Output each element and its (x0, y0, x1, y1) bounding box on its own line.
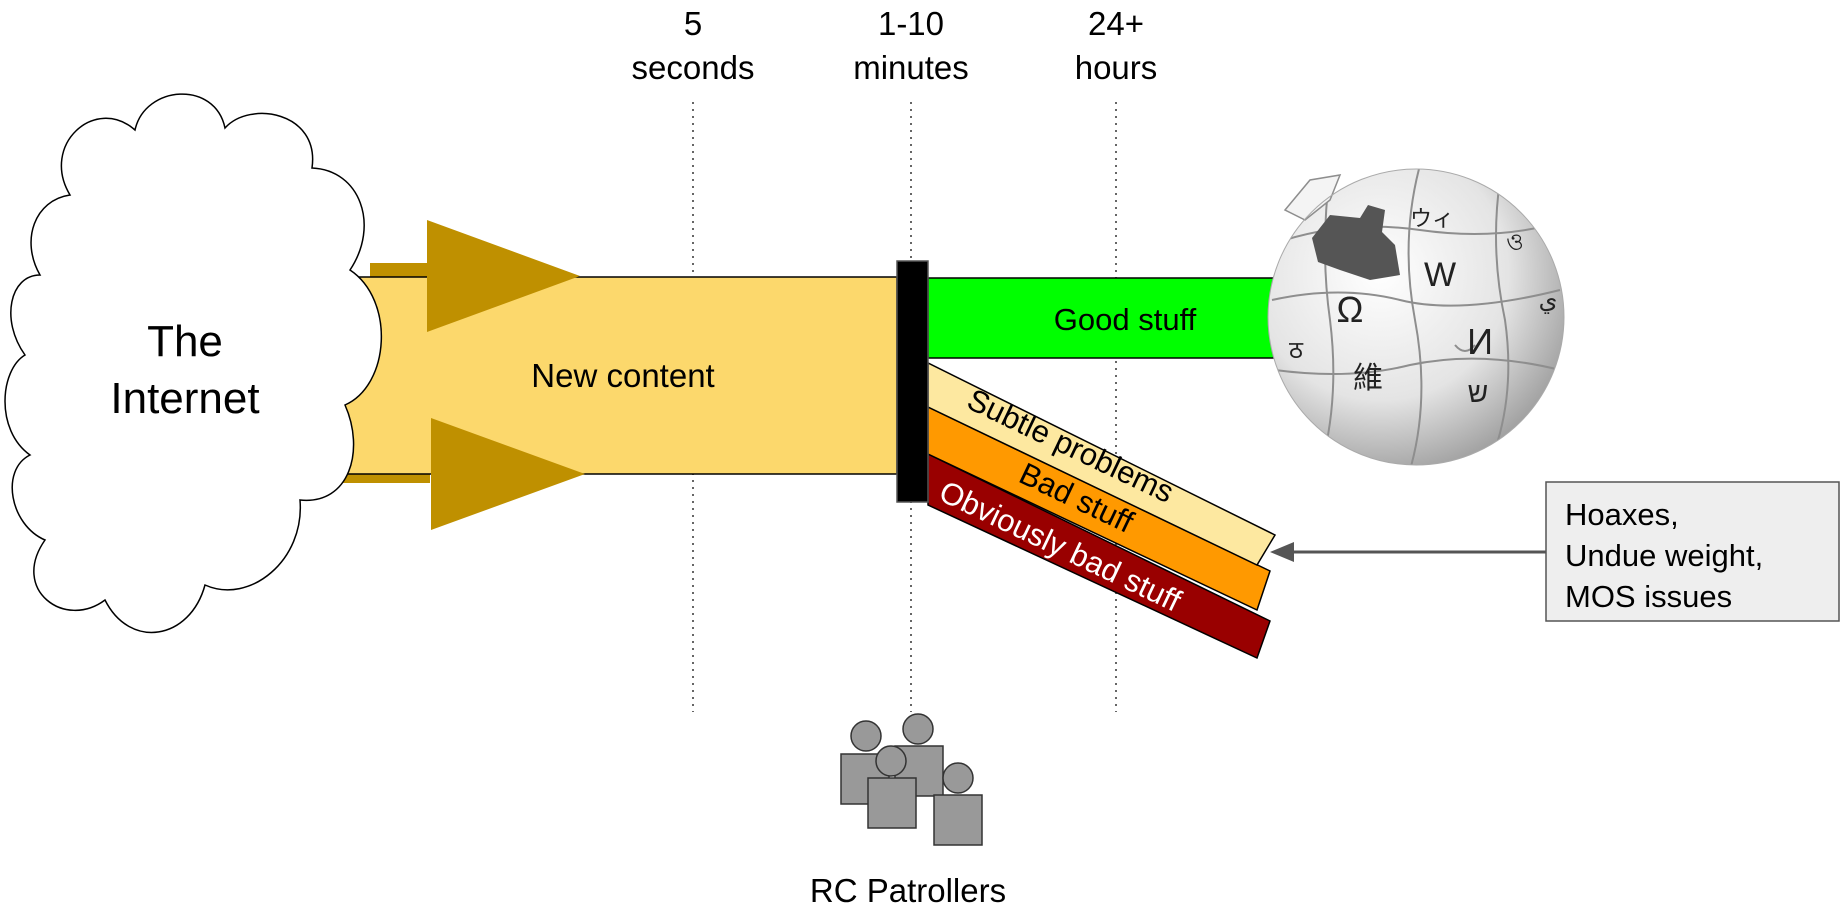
arrow-head-bottom (431, 418, 585, 530)
good-stuff-label: Good stuff (1054, 302, 1197, 337)
rc-filter-bar (896, 260, 929, 503)
callout-text: Hoaxes, Undue weight, MOS issues (1565, 497, 1763, 614)
arrow-head-top (427, 220, 580, 332)
wikipedia-globe-icon: W Ω И 維 ウィ ও ש ठ ي (1267, 168, 1565, 466)
timeline-label-line1: 24+ (1088, 5, 1144, 42)
globe-glyph-w: W (1424, 256, 1456, 294)
callout-line3: MOS issues (1565, 579, 1732, 614)
timeline-label-24-hours: 24+ hours (1075, 5, 1158, 86)
cloud-label-line1: The (147, 317, 223, 366)
timeline-label-line1: 1-10 (878, 5, 944, 42)
timeline-label-line2: hours (1075, 49, 1158, 86)
internet-cloud (4, 93, 382, 634)
people-group-icon (840, 713, 983, 846)
rc-patrollers-label: RC Patrollers (810, 872, 1006, 909)
new-content-label: New content (531, 357, 714, 394)
callout-box (1545, 481, 1840, 622)
globe-glyph-wei: 維 (1353, 362, 1383, 395)
cloud-label-line2: Internet (110, 374, 259, 423)
globe-glyph-hebrew: ש (1468, 377, 1488, 408)
globe-glyph-bengali: ও (1506, 229, 1524, 256)
internet-cloud-label: The Internet (110, 317, 259, 423)
timeline-label-line2: minutes (853, 49, 969, 86)
callout-line2: Undue weight, (1565, 538, 1763, 573)
timeline-label-1-10-minutes: 1-10 minutes (853, 5, 969, 86)
globe-glyph-devanagari: ठ (1289, 337, 1304, 364)
globe-glyph-wi: ウィ (1410, 206, 1454, 231)
callout-line1: Hoaxes, (1565, 497, 1679, 532)
timeline-label-5-seconds: 5 seconds (632, 5, 755, 86)
timeline-label-line2: seconds (632, 49, 755, 86)
globe-glyph-i: И (1467, 321, 1493, 362)
callout-arrowhead (1270, 542, 1294, 562)
timeline-label-line1: 5 (684, 5, 702, 42)
globe-glyph-arabic: ي (1539, 287, 1558, 314)
globe-glyph-omega: Ω (1337, 289, 1364, 330)
